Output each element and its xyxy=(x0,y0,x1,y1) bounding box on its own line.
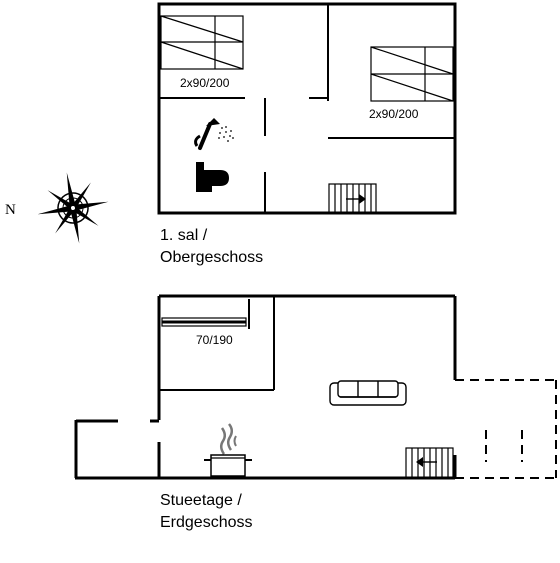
cooking-pot-icon xyxy=(204,423,252,477)
shower-icon xyxy=(194,118,234,150)
bed-icon xyxy=(370,46,454,102)
sofa-icon xyxy=(329,380,407,406)
upper-interior-walls xyxy=(159,4,455,213)
bed-right-dimension: 2x90/200 xyxy=(369,107,419,121)
stairs-icon xyxy=(405,447,454,479)
ground-floor-caption: Stueetage / xyxy=(160,492,242,509)
ground-walls xyxy=(74,294,457,480)
terrace-outline xyxy=(455,379,557,479)
bed-left-dimension: 2x90/200 xyxy=(180,76,230,90)
ground-interior-walls xyxy=(159,296,275,391)
ground-floor-plan: 70/190 xyxy=(74,294,557,531)
ground-floor-caption-2: Erdgeschoss xyxy=(160,514,253,531)
bed-icon xyxy=(161,317,247,327)
bed-icon xyxy=(160,15,244,70)
upper-floor-caption: 1. sal / xyxy=(160,227,208,244)
compass-rose-icon xyxy=(37,172,109,244)
bed-ground-dimension: 70/190 xyxy=(196,333,233,347)
upper-floor-caption-2: Obergeschoss xyxy=(160,249,263,266)
toilet-icon xyxy=(196,162,229,192)
compass-north-label: N xyxy=(5,202,16,218)
upper-floor-plan: 2x90/200 2x90/200 xyxy=(157,2,457,266)
upper-outer-wall xyxy=(157,2,457,215)
stairs-icon xyxy=(328,183,377,214)
